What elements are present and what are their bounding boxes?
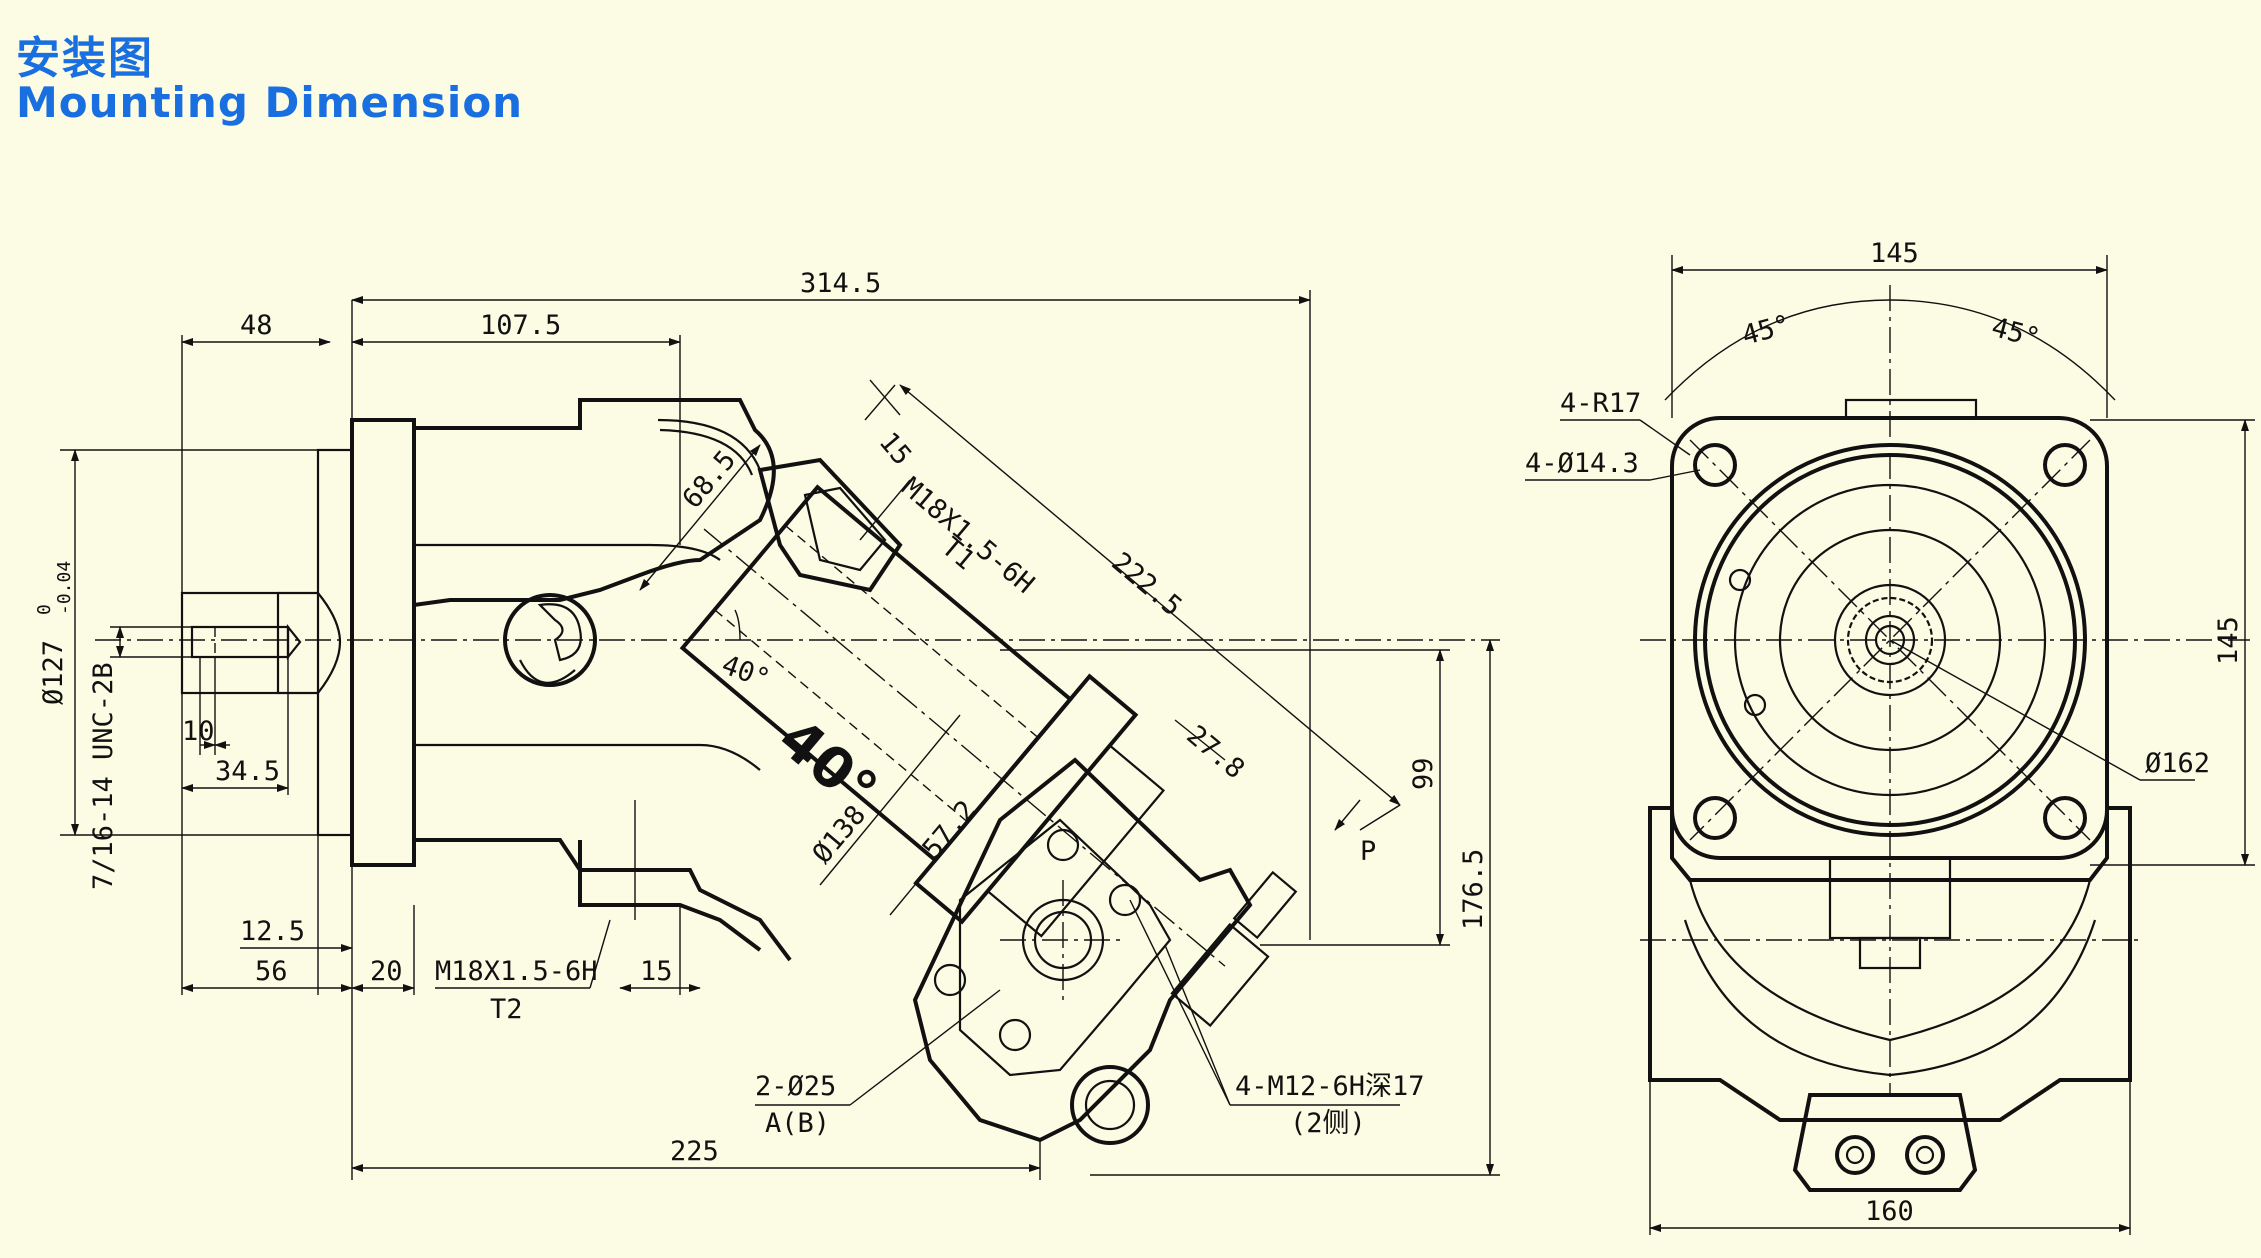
dim-107-5: 107.5 <box>480 310 561 341</box>
dim-20: 20 <box>370 956 403 987</box>
dim-99: 99 <box>1408 757 1439 790</box>
shaft-thread: 7/16-14 UNC-2B <box>88 662 119 890</box>
dim-56: 56 <box>255 956 288 987</box>
dim-34-5: 34.5 <box>215 756 280 787</box>
port-t2-thread: M18X1.5-6H <box>435 956 598 987</box>
title-chinese: 安装图 <box>16 33 154 84</box>
dim-57-2: 57.2 <box>917 795 983 865</box>
pitch-dia: Ø162 <box>2145 748 2210 779</box>
dim-48: 48 <box>240 310 273 341</box>
port-ab-dia: 2-Ø25 <box>755 1071 836 1102</box>
dim-overall-length: 314.5 <box>800 268 881 299</box>
lower-housing <box>1648 806 2132 1122</box>
bolt-thread: 4-M12-6H深17 <box>1235 1071 1425 1102</box>
shaft-diameter: Ø127 <box>38 640 69 705</box>
dim-225: 225 <box>670 1136 719 1167</box>
dim-68-5: 68.5 <box>677 445 743 515</box>
mounting-flange <box>350 418 416 867</box>
title-english: Mounting Dimension <box>16 78 524 127</box>
plug-icon <box>1070 1065 1150 1145</box>
dim-160: 160 <box>1865 1196 1914 1227</box>
bolt-note: (2侧) <box>1290 1108 1366 1139</box>
angle-right: 45° <box>1988 312 2043 355</box>
angle-left: 45° <box>1739 309 1794 352</box>
angle-40-small: 40° <box>718 649 774 695</box>
bolt-holes <box>1689 439 2091 841</box>
front-view: 145 45° 45° 4-R17 4-Ø14.3 145 Ø162 160 <box>1525 238 2255 1235</box>
port-head <box>912 757 1298 1145</box>
dim-176-5: 176.5 <box>1458 849 1489 930</box>
dimensions-side: 314.5 48 107.5 15 68.5 M18X1.5-6H T <box>34 268 1500 1180</box>
port-t1-thread: M18X1.5-6H <box>896 472 1040 600</box>
logo-icon <box>503 593 597 687</box>
port-p-label: P <box>1360 836 1376 867</box>
dim-15-top: 15 <box>873 427 918 472</box>
shaft-tol-lower: -0.04 <box>54 561 75 615</box>
corner-radius: 4-R17 <box>1560 388 1641 419</box>
port-t2-label: T2 <box>490 994 523 1025</box>
dim-27-8: 27.8 <box>1181 720 1251 786</box>
side-view: 314.5 48 107.5 15 68.5 M18X1.5-6H T <box>34 268 1500 1180</box>
shaft-tol-upper: 0 <box>34 604 55 615</box>
dim-10: 10 <box>182 716 215 747</box>
dim-15-bottom: 15 <box>640 956 673 987</box>
dim-222-5: 222.5 <box>1106 547 1188 623</box>
dim-height-145: 145 <box>2213 616 2244 665</box>
dim-12-5: 12.5 <box>240 916 305 947</box>
dim-width-145: 145 <box>1870 238 1919 269</box>
hole-dia: 4-Ø14.3 <box>1525 448 1639 479</box>
port-ab-label: A(B) <box>765 1108 830 1139</box>
